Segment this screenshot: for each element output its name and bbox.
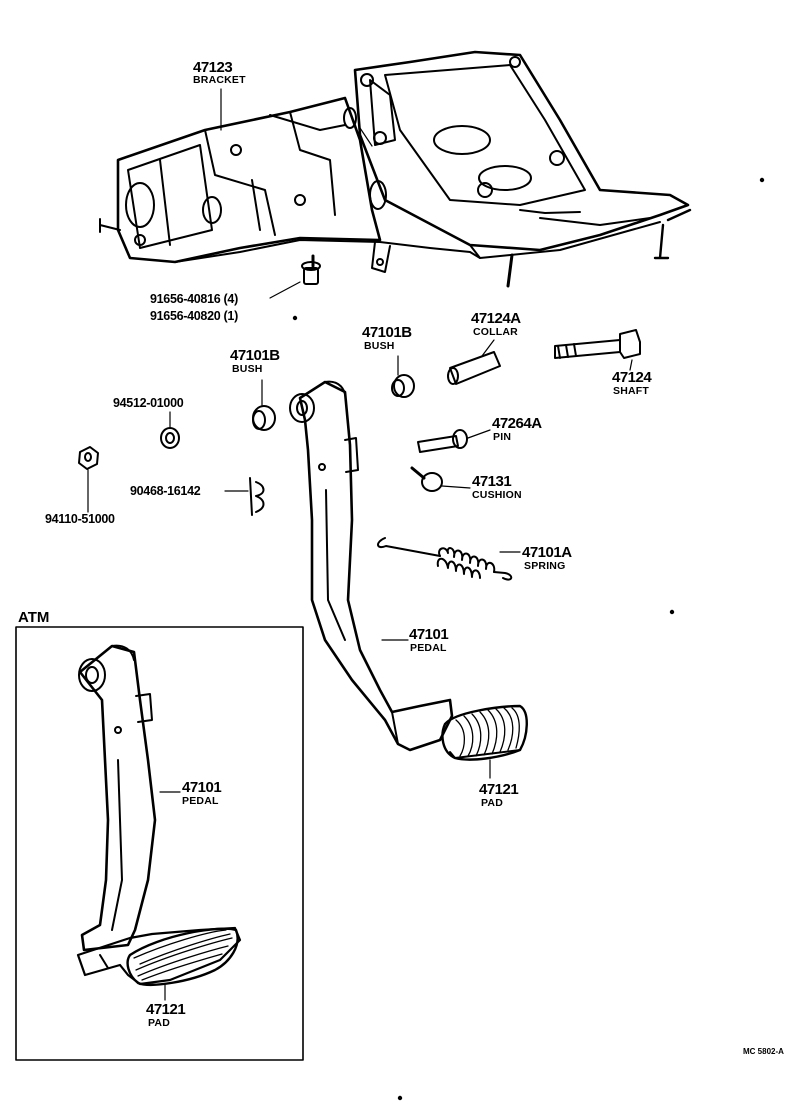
atm-label: ATM	[18, 609, 50, 626]
pad-name: PAD	[481, 797, 503, 809]
atm-box-frame	[16, 627, 303, 1060]
bracket-number: 47123	[193, 59, 233, 76]
collar-drawing	[448, 352, 500, 384]
clip-number: 90468-16142	[130, 484, 201, 498]
bolt-number-1: 91656-40816 (4)	[150, 292, 238, 306]
washer-number: 94512-01000	[113, 396, 184, 410]
cushion-name: CUSHION	[472, 489, 522, 501]
spring-number: 47101A	[522, 544, 572, 561]
pad-number: 47121	[479, 781, 519, 798]
shaft-name: SHAFT	[613, 385, 649, 397]
atm-pad-name: PAD	[148, 1017, 170, 1029]
shaft-number: 47124	[612, 369, 652, 386]
pedal-drawing	[290, 382, 527, 760]
pedal-name: PEDAL	[410, 642, 447, 654]
washer-drawing	[161, 428, 179, 448]
drawing-code: MC 5802-A	[743, 1047, 784, 1056]
pin-name: PIN	[493, 431, 512, 443]
bush-top-drawing	[392, 375, 414, 397]
shaft-drawing	[555, 330, 640, 358]
bush-top-name: BUSH	[364, 340, 395, 352]
atm-pedal-number: 47101	[182, 779, 222, 796]
pin-drawing	[418, 430, 467, 452]
nut-drawing	[79, 447, 98, 469]
bolt-drawing	[302, 256, 320, 284]
cushion-number: 47131	[472, 473, 512, 490]
cushion-drawing	[412, 468, 442, 491]
bracket-drawing	[100, 52, 690, 286]
bolt-number-2: 91656-40820 (1)	[150, 309, 238, 323]
spring-name: SPRING	[524, 560, 566, 572]
pedal-number: 47101	[409, 626, 449, 643]
bush-left-name: BUSH	[232, 363, 263, 375]
bush-left-drawing	[253, 406, 275, 430]
atm-pedal-name: PEDAL	[182, 795, 219, 807]
pin-number: 47264A	[492, 415, 542, 432]
atm-pad-number: 47121	[146, 1001, 186, 1018]
clip-drawing	[250, 478, 264, 515]
collar-name: COLLAR	[473, 326, 518, 338]
collar-number: 47124A	[471, 310, 521, 327]
atm-pedal-drawing	[78, 646, 240, 985]
nut-number: 94110-51000	[45, 512, 115, 526]
bracket-name: BRACKET	[193, 74, 246, 86]
bush-left-number: 47101B	[230, 347, 280, 364]
spring-drawing	[378, 538, 511, 580]
bush-top-number: 47101B	[362, 324, 412, 341]
